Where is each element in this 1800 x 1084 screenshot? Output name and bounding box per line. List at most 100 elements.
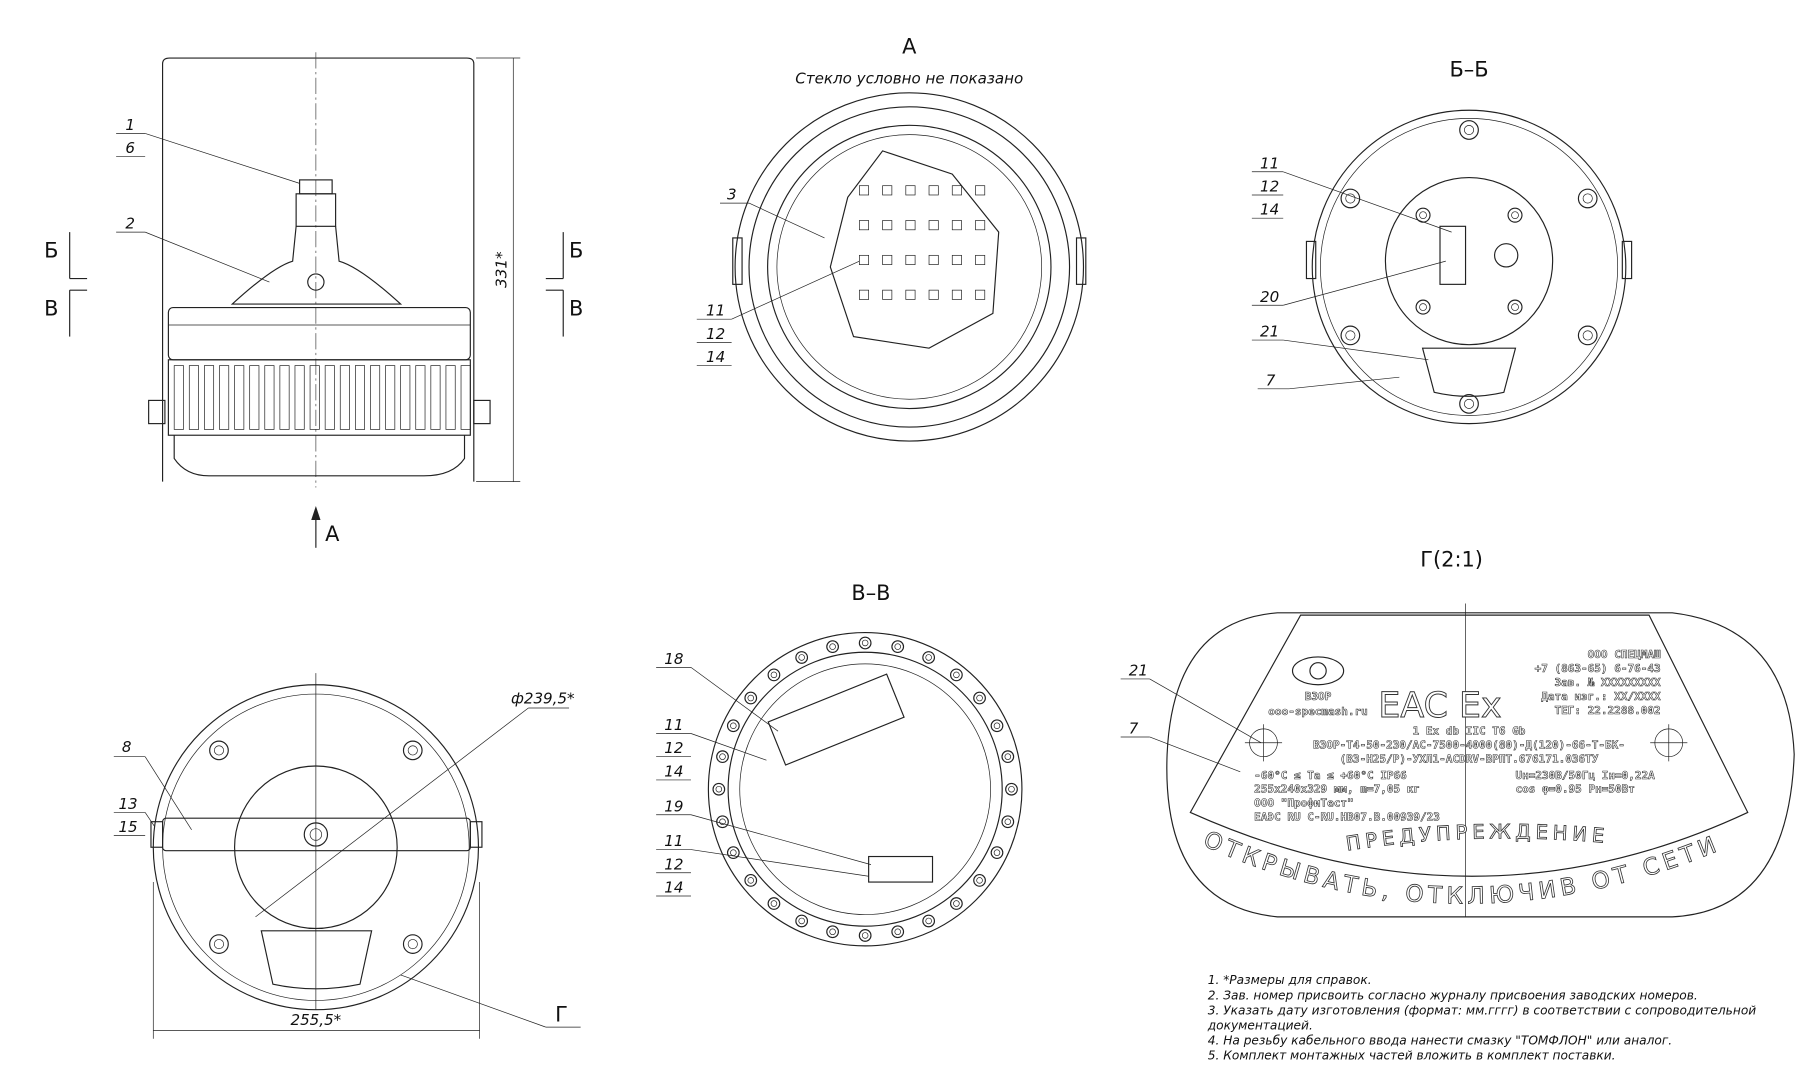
bolt-head	[861, 639, 869, 647]
bolt-head	[770, 900, 778, 907]
bolt	[767, 897, 781, 910]
cooling-fin	[173, 365, 184, 430]
bolt	[826, 925, 839, 939]
bolt	[1577, 325, 1598, 346]
bolt	[726, 846, 740, 860]
led-chip	[905, 220, 916, 231]
cooling-fin	[188, 365, 199, 430]
callout-8: 8	[122, 738, 132, 756]
bolt	[767, 668, 781, 682]
led-chip	[975, 254, 986, 265]
bolt-head	[1345, 193, 1356, 204]
bolt-head	[1511, 303, 1519, 311]
bolt	[1459, 394, 1479, 414]
callout-13: 13	[118, 795, 137, 813]
view-arrow-a: A	[325, 522, 340, 546]
section-vv: В–В 18 11 12 14 19 11 12 14	[656, 581, 1023, 947]
section-mark-b-left: Б	[44, 239, 58, 263]
led-chip	[928, 289, 939, 300]
detail-g-title: Г(2:1)	[1420, 547, 1483, 571]
nameplate	[1189, 614, 1749, 877]
company: ООО СПЕЦМАШ	[1588, 648, 1661, 661]
bolt	[891, 925, 905, 939]
bolt	[973, 691, 986, 705]
bolt	[1001, 815, 1015, 829]
bolt-head	[798, 917, 805, 925]
side-view: 331* 1 6 2 Б В Б В A	[44, 52, 583, 548]
bolt	[1001, 750, 1015, 764]
callout-21: 21	[1260, 323, 1279, 341]
bolt	[744, 874, 758, 887]
callout-11: 11	[664, 832, 683, 850]
diameter-dimension: ф239,5*	[511, 689, 575, 707]
bolt	[744, 691, 758, 705]
cooling-fin	[339, 365, 350, 430]
bolt-head	[730, 849, 737, 856]
cooling-fin	[445, 365, 456, 430]
bolt-head	[1419, 303, 1427, 311]
bolt	[795, 651, 809, 664]
bolt-head	[829, 928, 836, 936]
cooling-fin	[415, 365, 426, 430]
bolt	[990, 719, 1004, 733]
cooling-fin	[430, 365, 441, 430]
bolt-head	[1345, 330, 1356, 341]
certificate: ЕАЭС RU C-RU.НВ07.В.00939/23	[1254, 811, 1440, 824]
led-chip	[905, 289, 916, 300]
callout-12: 12	[1260, 178, 1279, 196]
bolt	[209, 740, 229, 761]
bolt	[858, 929, 872, 942]
bolt	[990, 846, 1004, 860]
callout-12: 12	[664, 739, 683, 757]
cooling-fin	[219, 365, 230, 430]
cooling-fin	[400, 365, 411, 430]
bolt-head	[1582, 193, 1593, 204]
callout-14: 14	[706, 348, 725, 366]
bolt-head	[953, 900, 960, 907]
bolt	[1507, 299, 1523, 315]
bolt	[795, 914, 809, 928]
cooling-fin	[204, 365, 215, 430]
height-dimension: 331*	[492, 251, 510, 288]
callout-2: 2	[125, 215, 135, 233]
callout-14: 14	[664, 762, 683, 780]
callout-21: 21	[1129, 661, 1148, 679]
vzor-logo: ВЗОР	[1291, 656, 1345, 703]
cooling-fin	[264, 365, 275, 430]
bolt-head	[829, 643, 836, 650]
temperature-range: -60°С ≤ Ta ≤ +60°С IP66	[1254, 769, 1407, 782]
bolt-head	[861, 932, 869, 939]
bolt	[1577, 188, 1598, 209]
led-chip	[951, 185, 962, 196]
callout-1: 1	[125, 116, 135, 134]
bolt-head	[747, 877, 755, 884]
cooling-fin	[355, 365, 365, 430]
callout-11: 11	[1260, 154, 1279, 172]
callout-7: 7	[1129, 720, 1139, 738]
bolt	[950, 897, 963, 910]
cooling-fin	[249, 365, 260, 430]
bolt-head	[894, 643, 901, 650]
led-chip	[882, 289, 893, 300]
manufacture-date: Дата изг.: XX/XXXX	[1541, 690, 1661, 703]
callout-11: 11	[664, 716, 683, 734]
led-chip	[859, 254, 869, 265]
view-a: A Стекло условно не показано 3 11 12 14	[696, 34, 1087, 442]
electrical-1: Uн=230В/50Гц Iн=0,22А	[1515, 769, 1655, 782]
bolt	[402, 740, 423, 761]
cooling-fin	[324, 365, 335, 430]
callout-20: 20	[1260, 288, 1279, 306]
led-chip	[859, 289, 869, 300]
bolt	[858, 636, 872, 650]
bolt-head	[213, 745, 224, 756]
phone: +7 (863-65) 6-76-43	[1535, 662, 1661, 675]
bolt-head	[976, 694, 983, 702]
bolt-head	[1464, 398, 1475, 409]
bolt	[209, 934, 229, 954]
note-5: 5. Комплект монтажных частей вложить в к…	[1208, 1049, 1616, 1063]
bolt-head	[407, 745, 418, 756]
bolt-head	[747, 694, 755, 702]
section-bb: Б–Б 11 12 14 20 21 7	[1251, 58, 1633, 425]
detail-mark-g: Г	[555, 1002, 568, 1026]
ex-marking: 1 Ex db IIC T6 Gb	[1413, 725, 1526, 738]
